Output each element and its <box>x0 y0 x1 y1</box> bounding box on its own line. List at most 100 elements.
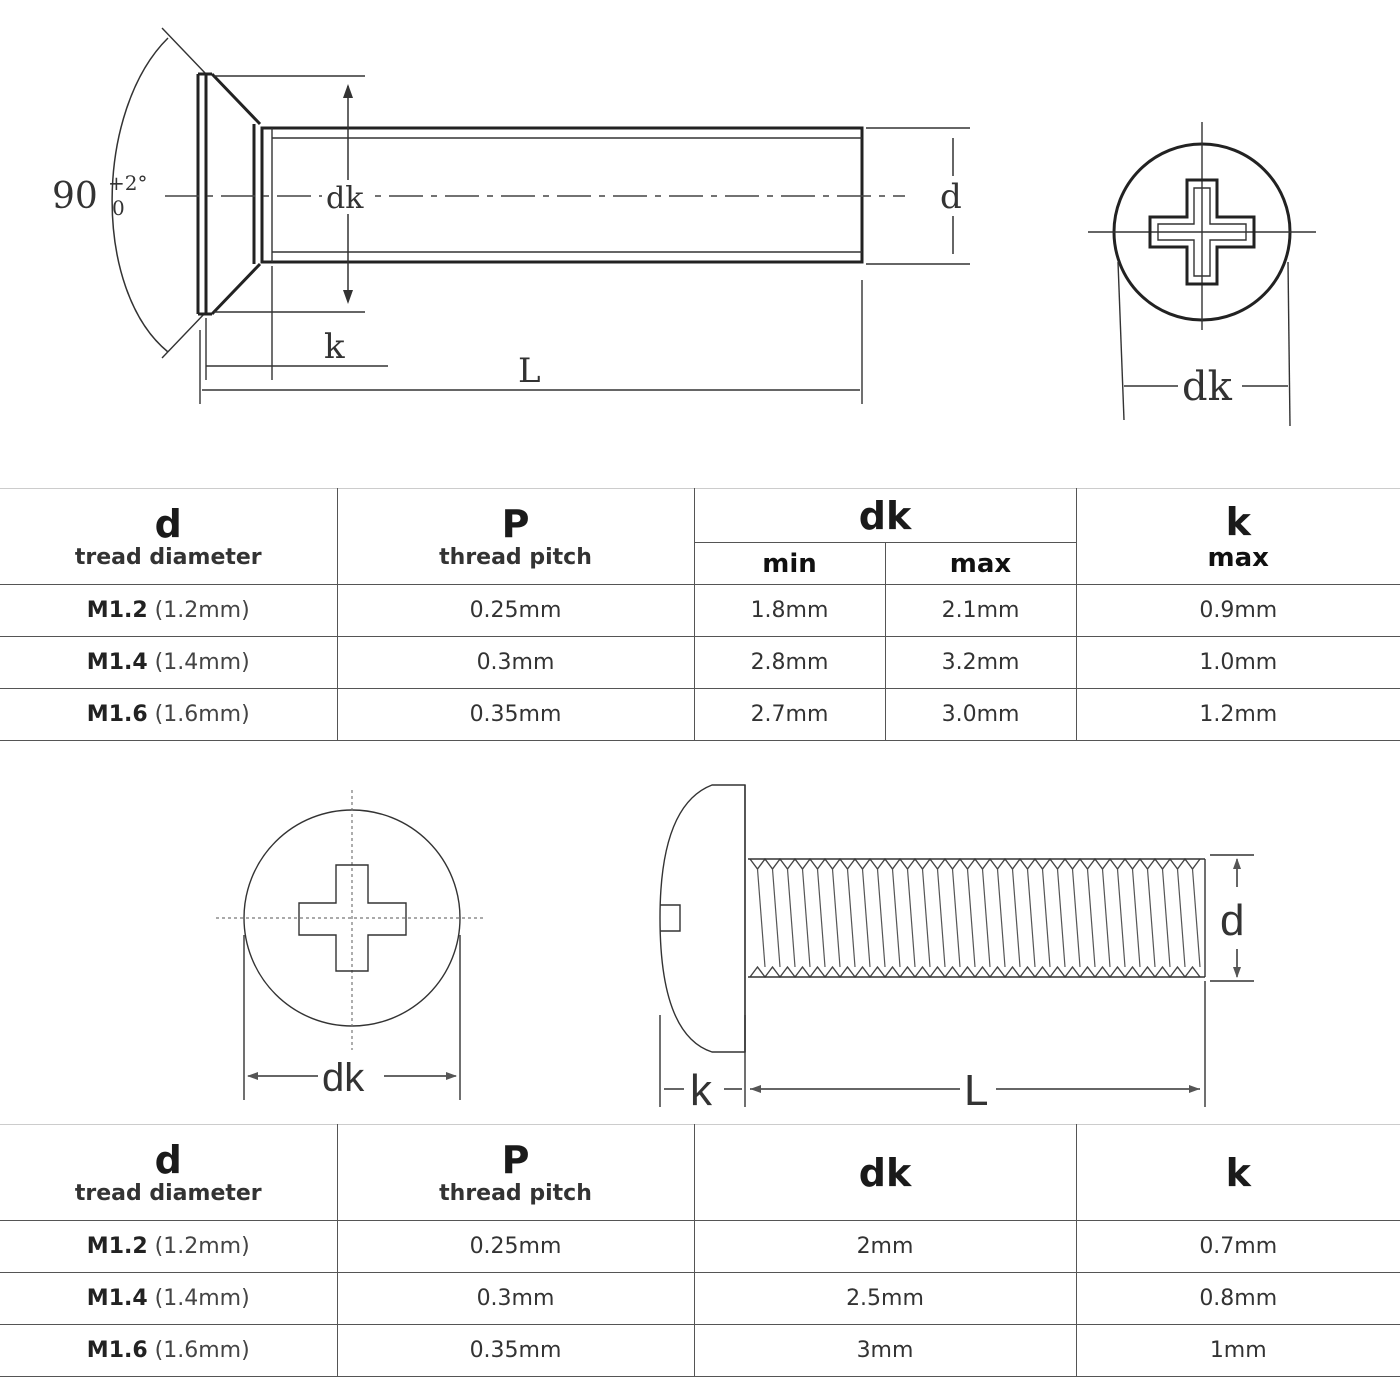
size-label: M1.6 <box>86 702 148 727</box>
size-mm: (1.4mm) <box>154 650 250 675</box>
header-k-symbol: k <box>1225 1150 1251 1195</box>
table-row: M1.4 (1.4mm) 0.3mm 2.5mm 0.8mm <box>0 1272 1400 1325</box>
countersunk-screw-diagram: 90 +2° 0 dk d k L dk <box>52 27 1316 427</box>
thread-helix-line <box>906 868 916 968</box>
table-row: M1.4 (1.4mm) 0.3mm 2.8mm 3.2mm 1.0mm <box>0 636 1400 689</box>
angle-ext-top <box>161 27 207 75</box>
pan-k-label: k <box>690 1066 713 1115</box>
header-k-max: max <box>1207 542 1269 573</box>
cell-dk: 3mm <box>693 1324 1077 1377</box>
thread-helix-line <box>1011 868 1021 968</box>
table-row: M1.2 (1.2mm) 0.25mm 1.8mm 2.1mm 0.9mm <box>0 584 1400 637</box>
pan-L-arrow-right <box>1189 1085 1200 1093</box>
cell-size: M1.4 (1.4mm) <box>0 1272 338 1325</box>
cell-dk-min: 1.8mm <box>693 584 886 637</box>
thread-helix-line <box>1146 868 1156 968</box>
cell-k: 1mm <box>1075 1324 1400 1377</box>
size-label: M1.6 <box>86 1338 148 1363</box>
cell-pitch: 0.35mm <box>336 1324 695 1377</box>
table-row: M1.6 (1.6mm) 0.35mm 3mm 1mm <box>0 1324 1400 1377</box>
pan-L-arrow-left <box>750 1085 761 1093</box>
cell-size: M1.6 (1.6mm) <box>0 1324 338 1377</box>
cell-k: 0.7mm <box>1075 1220 1400 1273</box>
size-label: M1.4 <box>86 1286 148 1311</box>
thread-helix-line <box>1161 868 1171 968</box>
header-p: P thread pitch <box>336 1124 695 1221</box>
dk-top-ext-right <box>1287 261 1291 427</box>
thread-helix-line <box>831 868 841 968</box>
dk-label-bg <box>322 180 370 214</box>
head-taper-top <box>210 72 262 126</box>
cell-dk-max: 3.2mm <box>884 636 1077 689</box>
d-label: d <box>940 177 962 217</box>
phillips-recess-icon <box>298 864 407 972</box>
cell-pitch: 0.3mm <box>336 1272 695 1325</box>
cell-size: M1.2 (1.2mm) <box>0 584 338 637</box>
pan-head-side <box>659 784 746 1053</box>
size-mm: (1.2mm) <box>154 598 250 623</box>
pan-d-arrow-bottom <box>1233 967 1241 978</box>
angle-label: 90 <box>52 176 98 217</box>
pan-dk-label: dk <box>322 1056 365 1100</box>
pan-d-label: d <box>1220 896 1244 945</box>
L-label: L <box>518 351 541 391</box>
thread-helix-line <box>1086 868 1096 968</box>
countersunk-spec-table: d tread diameter P thread pitch dk k max… <box>0 488 1400 741</box>
thread-helix-line <box>996 868 1006 968</box>
header-k-symbol: k <box>1225 499 1251 544</box>
cell-k-max: 0.9mm <box>1075 584 1400 637</box>
cell-dk: 2.5mm <box>693 1272 1077 1325</box>
thread-helix-line <box>1176 868 1186 968</box>
thread-helix-line <box>756 868 766 968</box>
header-p-desc: thread pitch <box>439 545 592 570</box>
thread-profile-top <box>749 857 1201 871</box>
phillips-recess-inner <box>1157 187 1247 277</box>
pan-dk-arrow-right <box>446 1072 457 1080</box>
dk-top-ext-left <box>1117 261 1125 421</box>
thread-helix-line <box>1116 868 1126 968</box>
header-k: k max <box>1075 488 1400 585</box>
dk-arrow-bottom <box>343 290 353 304</box>
dk-label: dk <box>326 181 364 216</box>
thread-helix-line <box>921 868 931 968</box>
size-mm: (1.2mm) <box>154 1234 250 1259</box>
pan-head-spec-table: d tread diameter P thread pitch dk k M1.… <box>0 1124 1400 1377</box>
header-d-symbol: d <box>154 502 182 546</box>
angle-tol-lower: 0 <box>112 196 125 220</box>
cell-dk: 2mm <box>693 1220 1077 1273</box>
thread-helix-line <box>1041 868 1051 968</box>
dk-top-label: dk <box>1182 364 1233 410</box>
table-row: M1.2 (1.2mm) 0.25mm 2mm 0.7mm <box>0 1220 1400 1273</box>
size-mm: (1.6mm) <box>154 1338 250 1363</box>
header-d: d tread diameter <box>0 488 338 585</box>
thread-helix-line <box>1056 868 1066 968</box>
thread-helix-line <box>801 868 811 968</box>
table-row: M1.6 (1.6mm) 0.35mm 2.7mm 3.0mm 1.2mm <box>0 688 1400 741</box>
thread-helix-line <box>891 868 901 968</box>
thread-helix-line <box>1071 868 1081 968</box>
cell-size: M1.6 (1.6mm) <box>0 688 338 741</box>
thread-helix-line <box>771 868 781 968</box>
header-p: P thread pitch <box>336 488 695 585</box>
header-d-symbol: d <box>154 1138 182 1182</box>
header-dk-symbol: dk <box>858 493 912 538</box>
thread-helix-line <box>1101 868 1111 968</box>
head-taper-bottom <box>210 262 262 316</box>
angle-arc <box>111 37 169 353</box>
size-label: M1.2 <box>86 598 148 623</box>
pan-dk-arrow-left <box>247 1072 258 1080</box>
cell-k-max: 1.2mm <box>1075 688 1400 741</box>
cell-size: M1.2 (1.2mm) <box>0 1220 338 1273</box>
cell-size: M1.4 (1.4mm) <box>0 636 338 689</box>
cell-dk-max: 3.0mm <box>884 688 1077 741</box>
size-mm: (1.4mm) <box>154 1286 250 1311</box>
cell-pitch: 0.3mm <box>336 636 695 689</box>
thread-helix-line <box>816 868 826 968</box>
k-label: k <box>324 327 345 367</box>
thread-helix-line <box>1026 868 1036 968</box>
shank <box>260 126 864 264</box>
thread-helix-line <box>861 868 871 968</box>
threaded-shank <box>749 857 1201 979</box>
header-p-symbol: P <box>501 1138 530 1182</box>
header-dk-min: min <box>694 542 886 585</box>
